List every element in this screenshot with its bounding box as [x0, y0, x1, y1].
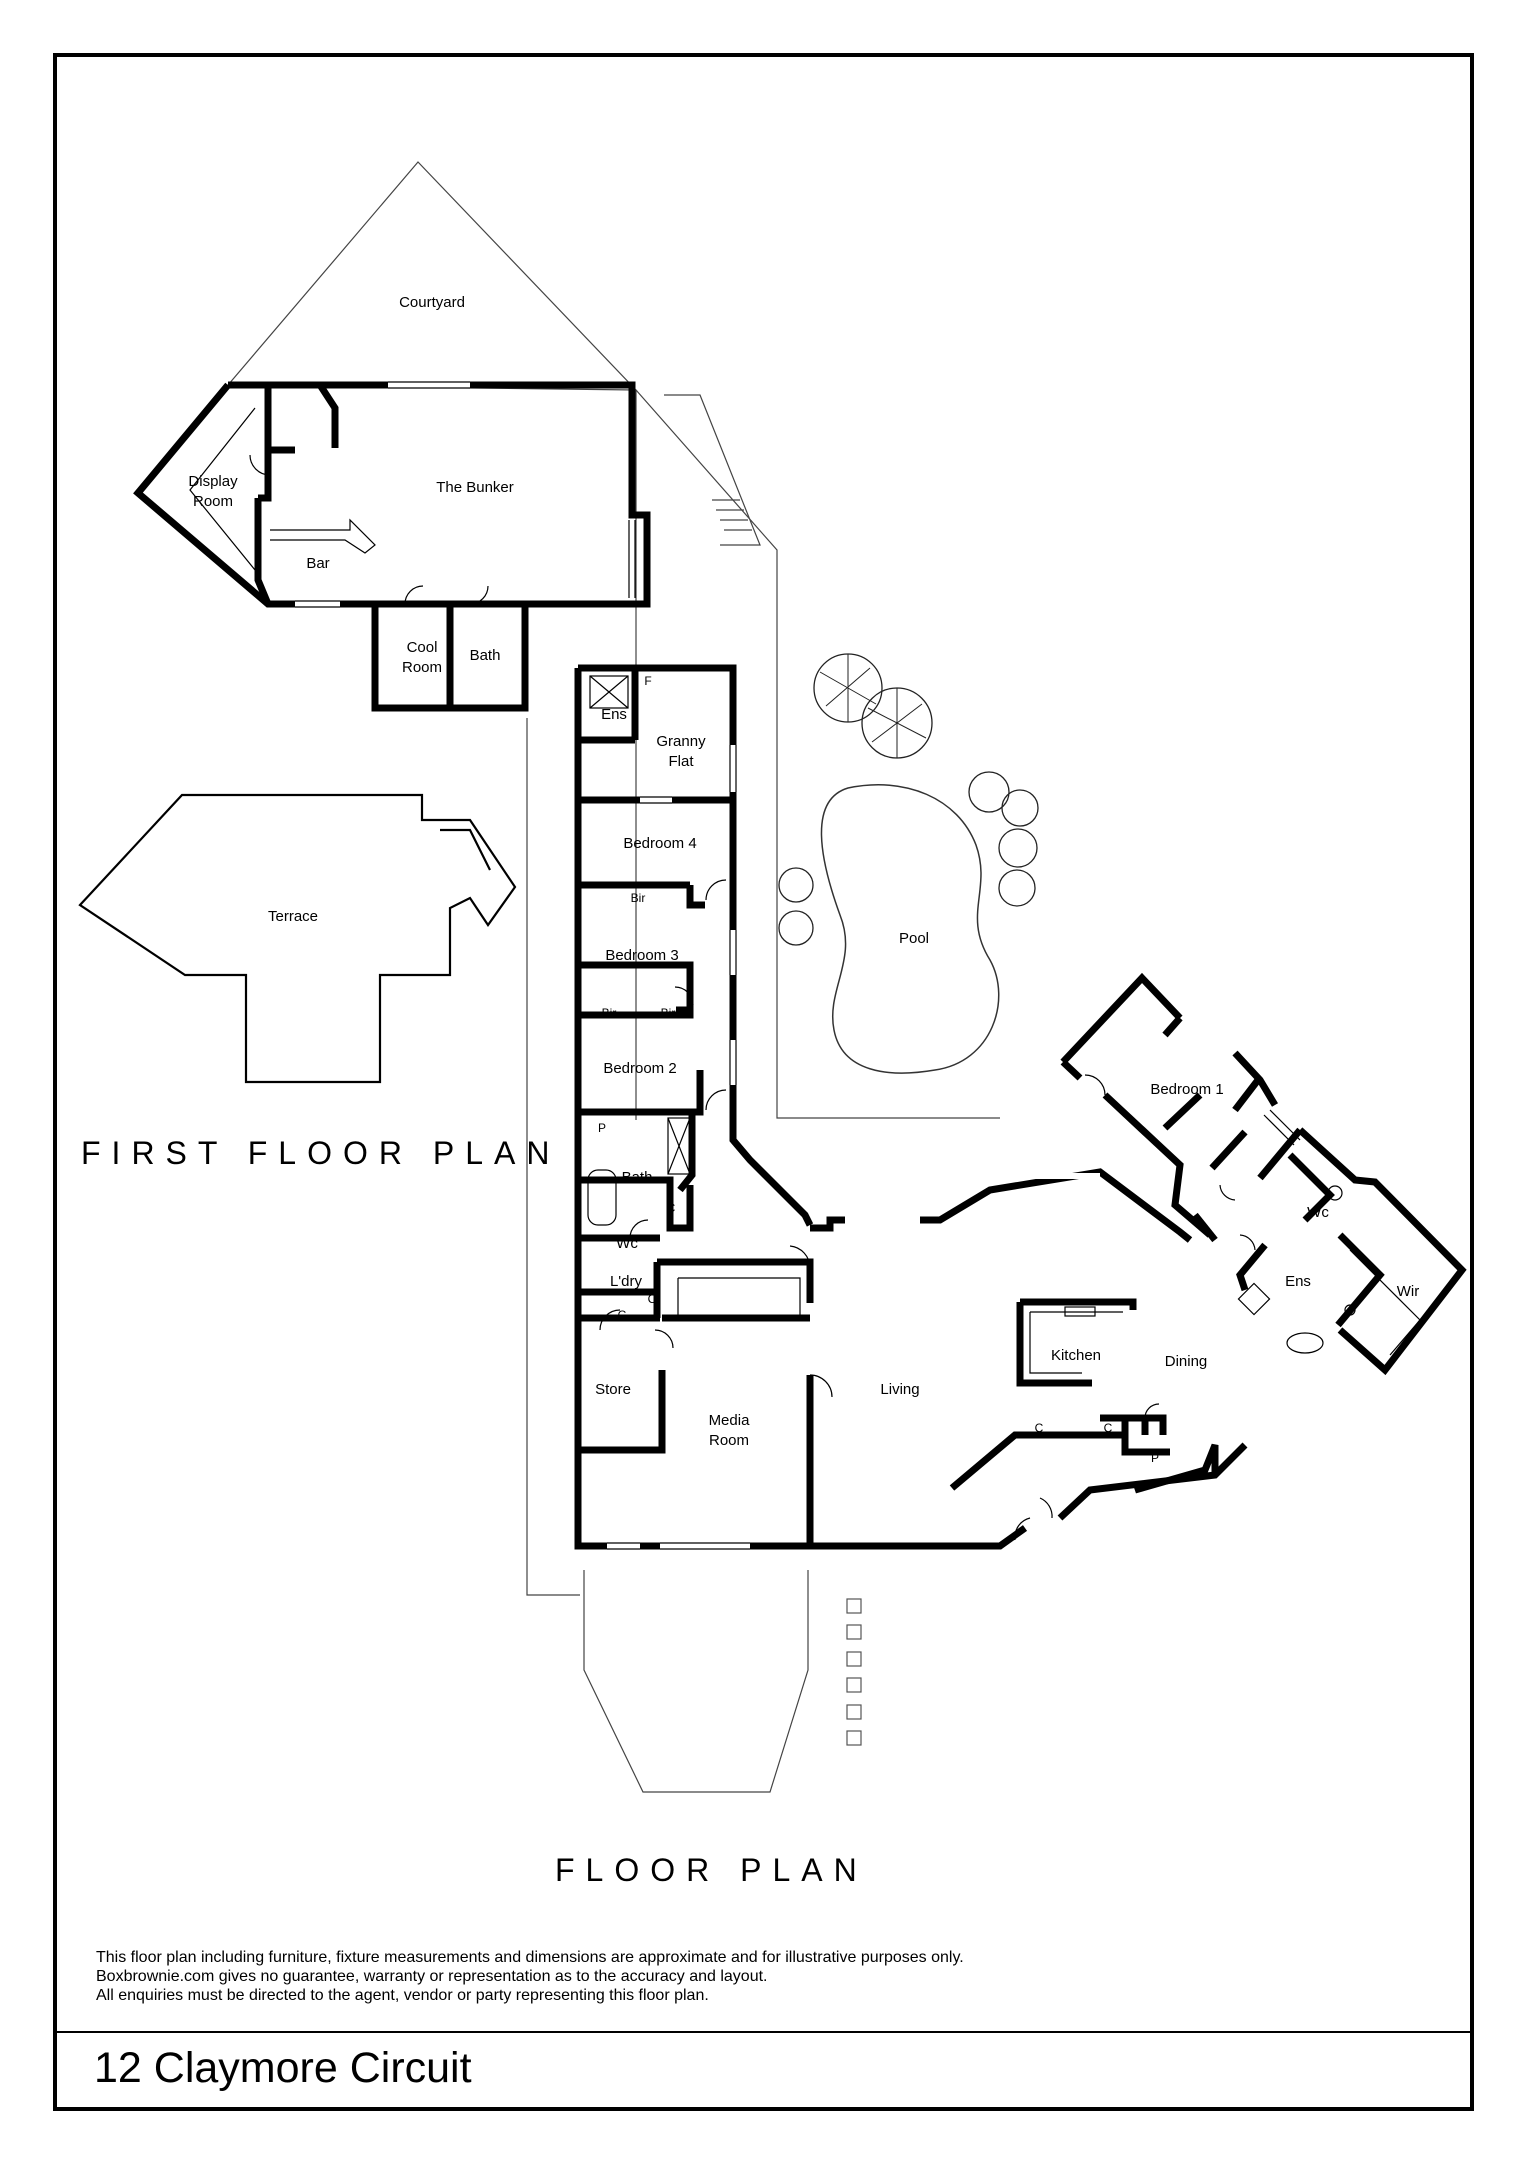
label-bir-4: Bir — [631, 891, 646, 905]
west-path-outline — [526, 718, 580, 1596]
label-media-room-2: Room — [709, 1432, 749, 1449]
window-details — [607, 745, 750, 1550]
label-laundry: L'dry — [610, 1273, 643, 1290]
tree-icon — [968, 771, 1010, 813]
label-fridge: F — [644, 674, 651, 688]
label-bunker-bath: Bath — [470, 647, 501, 664]
label-store: Store — [595, 1381, 631, 1398]
label-bedroom-3: Bedroom 3 — [605, 947, 678, 964]
bunker-door-details — [189, 381, 636, 608]
label-display-room-2: Room — [193, 493, 233, 510]
label-cupboard-store: C — [618, 1308, 627, 1322]
label-bir-3a: Bir — [602, 1006, 617, 1020]
label-kitchen: Kitchen — [1051, 1347, 1101, 1364]
label-terrace: Terrace — [268, 908, 318, 925]
label-bir-3b: Bir — [661, 1006, 676, 1020]
label-dining: Dining — [1165, 1353, 1208, 1370]
label-main-bath: Bath — [622, 1169, 653, 1186]
label-media-room-1: Media — [709, 1412, 751, 1429]
master-wing-details — [1084, 977, 1421, 1356]
pool-shape — [820, 784, 1000, 1074]
label-wc-ens: Wc — [1307, 1204, 1329, 1221]
label-bedroom-2: Bedroom 2 — [603, 1060, 676, 1077]
tree-icon — [998, 869, 1036, 907]
page-border — [53, 53, 1474, 2111]
label-bedroom-1: Bedroom 1 — [1150, 1081, 1223, 1098]
tree-icon — [998, 828, 1038, 868]
label-wir: Wir — [1397, 1283, 1420, 1300]
trees — [778, 653, 1039, 946]
disclaimer: This floor plan including furniture, fix… — [96, 1948, 964, 2005]
label-courtyard: Courtyard — [399, 294, 465, 311]
label-ens-main: Ens — [1285, 1273, 1311, 1290]
label-cupboard-laundry: C — [648, 1292, 657, 1306]
courtyard-outline — [226, 161, 638, 391]
label-the-bunker: The Bunker — [436, 479, 514, 496]
label-wc-main: Wc — [616, 1235, 638, 1252]
footer-divider — [53, 2031, 1474, 2033]
label-display-room-1: Display — [188, 473, 238, 490]
bunker-doors — [295, 382, 635, 607]
label-bedroom-4: Bedroom 4 — [623, 835, 696, 852]
room-labels: Courtyard Display Room The Bunker Bar Co… — [188, 294, 1419, 1465]
label-granny-flat-2: Flat — [668, 753, 694, 770]
first-floor-heading: FIRST FLOOR PLAN — [81, 1135, 561, 1171]
label-cupboard-bath: C — [667, 1201, 676, 1215]
tree-icon — [778, 867, 814, 903]
bunker-stair-outline — [664, 394, 761, 546]
label-granny-flat-1: Granny — [656, 733, 706, 750]
disclaimer-line: This floor plan including furniture, fix… — [96, 1949, 964, 1966]
label-cupboard-k2: C — [1104, 1421, 1113, 1435]
label-cupboard-k1: C — [1035, 1421, 1044, 1435]
label-living: Living — [880, 1381, 919, 1398]
window-openings — [607, 745, 1100, 1549]
tree-icon — [778, 910, 814, 946]
label-cool-room-1: Cool — [407, 639, 438, 656]
stepping-stones — [846, 1598, 862, 1746]
label-ens-granny: Ens — [601, 706, 627, 723]
master-wing-walls — [1060, 972, 1467, 1376]
disclaimer-line: All enquiries must be directed to the ag… — [96, 1987, 709, 2004]
pool-surround-outline — [635, 389, 1000, 1119]
disclaimer-line: Boxbrownie.com gives no guarantee, warra… — [96, 1968, 768, 1985]
tree-icon — [1001, 789, 1039, 827]
bunker-walls — [133, 381, 651, 712]
label-cool-room-2: Room — [402, 659, 442, 676]
label-pantry-right: P — [1151, 1451, 1159, 1465]
main-house-details — [587, 675, 1160, 1541]
property-address: 12 Claymore Circuit — [94, 2044, 472, 2092]
label-bar: Bar — [306, 555, 329, 572]
label-pantry-left: P — [598, 1121, 606, 1135]
label-pool: Pool — [899, 930, 929, 947]
front-porch-outline — [583, 1570, 809, 1793]
terrace-outline — [78, 793, 517, 1084]
floor-plan-heading: FLOOR PLAN — [555, 1852, 868, 1888]
